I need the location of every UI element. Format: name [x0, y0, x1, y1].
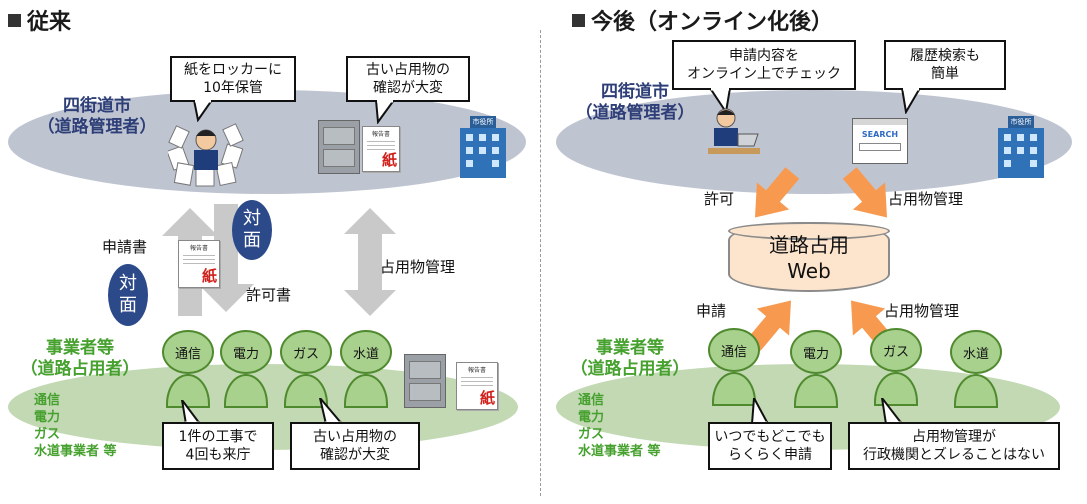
management-double-arrow-icon [344, 208, 396, 316]
face-to-face-badge: 対 面 [232, 200, 272, 260]
person-electric: 電力 [790, 330, 842, 408]
city-hall-icon: 市役所 [460, 116, 506, 178]
label-permit: 許可 [704, 190, 735, 208]
right-business-label: 事業者等 （道路占用者） [570, 338, 690, 379]
search-window-icon: SEARCH [852, 118, 908, 164]
callout-anytime-anywhere: いつでもどこでも らくらく申請 [708, 422, 832, 470]
permit-arrow-icon [755, 167, 800, 218]
web-cylinder-top [728, 222, 890, 240]
paper-pile-worker-icon [166, 118, 244, 188]
file-cabinet-icon [404, 354, 446, 408]
right-org-label: 四街道市 （道路管理者） [575, 82, 695, 123]
label-management-bottom: 占用物管理 [884, 302, 960, 320]
person-electric: 電力 [220, 330, 272, 408]
city-hall-icon: 市役所 [998, 116, 1044, 178]
callout-four-visits: 1件の工事で 4回も来庁 [162, 422, 274, 470]
paper-report-icon: 報告書 紙 [456, 362, 498, 410]
application-arrow-icon [746, 300, 791, 351]
bullet-square-icon [8, 14, 21, 27]
person-gas: ガス [870, 328, 922, 406]
worker-laptop-icon [704, 104, 764, 162]
right-city-ellipse [556, 90, 1072, 194]
bullet-square-icon [572, 14, 585, 27]
left-city-ellipse [8, 90, 526, 194]
right-title: 今後（オンライン化後） [572, 4, 833, 36]
label-occupancy-management: 占用物管理 [380, 258, 456, 276]
face-to-face-badge: 対 面 [108, 264, 148, 326]
paper-application-icon: 報告書 紙 [178, 240, 220, 288]
person-water: 水道 [950, 330, 1002, 408]
left-title: 従来 [8, 4, 71, 36]
label-management-top: 占用物管理 [888, 190, 964, 208]
callout-paper-storage: 紙をロッカーに 10年保管 [170, 56, 296, 102]
callout-tail-icon [900, 88, 922, 114]
person-water: 水道 [340, 330, 392, 408]
left-business-list: 通信 電力 ガス 水道事業者 等 [34, 393, 117, 459]
web-system-label: 道路占用 Web [769, 233, 849, 283]
label-application: 申請 [696, 302, 727, 320]
paper-report-icon: 報告書 紙 [362, 126, 400, 172]
person-telecom: 通信 [162, 330, 214, 408]
person-gas: ガス [280, 330, 332, 408]
person-telecom: 通信 [708, 328, 760, 406]
panel-divider [540, 30, 541, 496]
management-arrow-top-icon [842, 167, 887, 218]
callout-old-items-bottom: 古い占用物の 確認が大変 [290, 422, 420, 470]
left-business-label: 事業者等 （道路占用者） [20, 338, 140, 379]
left-org-label: 四街道市 （道路管理者） [37, 96, 157, 137]
callout-online-check: 申請内容を オンライン上でチェック [672, 40, 856, 90]
callout-tail-icon [708, 88, 732, 114]
label-permit-form: 許可書 [246, 286, 292, 304]
file-cabinet-icon [318, 120, 360, 174]
callout-tail-icon [374, 100, 396, 124]
callout-old-items-top: 古い占用物の 確認が大変 [346, 56, 470, 102]
callout-history-search: 履歴検索も 簡単 [884, 40, 1006, 90]
callout-tail-icon [192, 100, 214, 122]
callout-no-mismatch: 占用物管理が 行政機関とズレることはない [848, 422, 1060, 470]
right-business-list: 通信 電力 ガス 水道事業者 等 [578, 393, 661, 459]
label-application-form: 申請書 [102, 238, 148, 256]
